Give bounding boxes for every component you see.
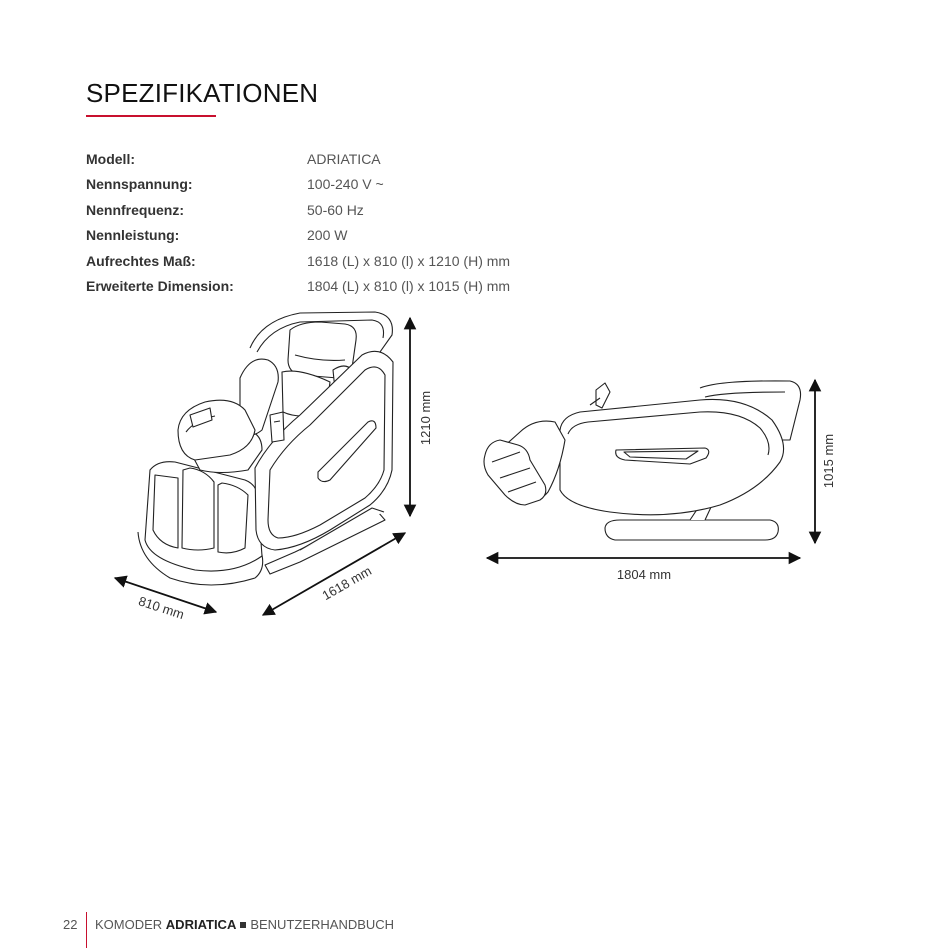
upright-width-label: 810 mm <box>137 593 186 622</box>
footer-brand: KOMODER <box>95 917 163 932</box>
spec-row-extended-size: Erweiterte Dimension: 1804 (L) x 810 (l)… <box>86 274 646 300</box>
footer-model: ADRIATICA <box>165 917 237 932</box>
footer-manual: BENUTZERHANDBUCH <box>250 917 395 932</box>
spec-value: 200 W <box>307 227 348 244</box>
spec-row-power: Nennleistung: 200 W <box>86 223 646 249</box>
spec-value: ADRIATICA <box>307 150 381 167</box>
spec-label: Nennleistung: <box>86 227 180 244</box>
spec-value: 100-240 V ~ <box>307 176 384 193</box>
title-underline <box>86 115 216 117</box>
upright-chair-illustration <box>137 311 394 586</box>
spec-row-upright-size: Aufrechtes Maß: 1618 (L) x 810 (l) x 121… <box>86 248 646 274</box>
spec-value: 50-60 Hz <box>307 201 364 218</box>
spec-value: 1804 (L) x 810 (l) x 1015 (H) mm <box>307 278 511 295</box>
spec-row-frequency: Nennfrequenz: 50-60 Hz <box>86 197 646 223</box>
upright-length-label: 1618 mm <box>320 563 374 603</box>
upright-height-label: 1210 mm <box>418 391 433 445</box>
reclined-chair-illustration <box>483 380 802 541</box>
spec-label: Modell: <box>86 150 135 167</box>
reclined-height-label: 1015 mm <box>821 434 836 488</box>
page-number: 22 <box>63 917 78 932</box>
page-title: SPEZIFIKATIONEN <box>86 78 319 108</box>
spec-label: Nennfrequenz: <box>86 201 184 218</box>
page-footer: 22 KOMODER ADRIATICA BENUTZERHANDBUCH <box>0 912 950 948</box>
reclined-length-label: 1804 mm <box>617 567 671 582</box>
spec-label: Aufrechtes Maß: <box>86 252 196 269</box>
footer-separator <box>86 912 87 948</box>
upright-width-arrow <box>113 575 218 615</box>
spec-label: Nennspannung: <box>86 176 193 193</box>
spec-label: Erweiterte Dimension: <box>86 278 234 295</box>
spec-row-model: Modell: ADRIATICA <box>86 146 646 172</box>
upright-length-arrow <box>261 532 407 616</box>
spec-table: Modell: ADRIATICA Nennspannung: 100-240 … <box>86 146 646 299</box>
square-bullet-icon <box>240 921 247 928</box>
dimension-diagram: 1210 mm 1618 mm 810 mm <box>0 300 950 640</box>
spec-value: 1618 (L) x 810 (l) x 1210 (H) mm <box>307 252 511 269</box>
footer-brand-line: KOMODER ADRIATICA BENUTZERHANDBUCH <box>95 917 394 932</box>
spec-row-voltage: Nennspannung: 100-240 V ~ <box>86 172 646 198</box>
